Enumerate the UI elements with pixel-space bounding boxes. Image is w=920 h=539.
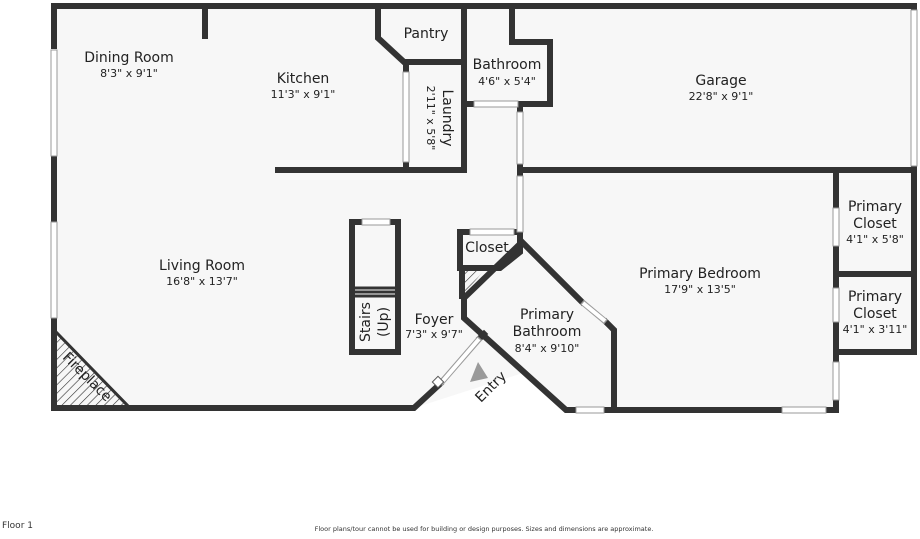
window xyxy=(575,406,605,414)
entry-door-frame xyxy=(431,375,445,389)
living-room-name: Living Room xyxy=(159,258,245,274)
dining-room-name: Dining Room xyxy=(84,50,174,66)
primary-bathroom-name-line2: Bathroom xyxy=(513,324,582,340)
window xyxy=(832,361,840,401)
laundry-dim: 2'11" x 5'8" xyxy=(424,86,437,151)
primary-bathroom-right xyxy=(601,317,617,413)
living-room-dim: 16'8" x 13'7" xyxy=(166,275,238,288)
primary-closet-2-dim: 4'1" x 3'11" xyxy=(843,323,908,336)
door-opening xyxy=(469,228,515,236)
exterior-wall-west-lower xyxy=(51,315,445,411)
entry-door xyxy=(439,337,481,385)
closet-exterior xyxy=(835,165,917,355)
primary-closet-2-name-line1: Primary xyxy=(848,289,902,305)
primary-closet-1-name-line2: Closet xyxy=(853,216,897,232)
primary-bathroom-dim: 8'4" x 9'10" xyxy=(515,342,580,355)
garage-dim: 22'8" x 9'1" xyxy=(689,90,754,103)
primary-closet-1-name-line1: Primary xyxy=(848,199,902,215)
window xyxy=(781,406,827,414)
kitchen-dim: 11'3" x 9'1" xyxy=(271,88,336,101)
bathroom-wall xyxy=(509,3,553,107)
door-opening xyxy=(581,301,607,323)
window xyxy=(50,49,58,157)
primary-closet-2-name-line2: Closet xyxy=(853,306,897,322)
closet-hatch xyxy=(464,268,486,294)
door-opening xyxy=(473,100,519,108)
primary-bedroom-name: Primary Bedroom xyxy=(639,266,761,282)
pantry-name: Pantry xyxy=(404,26,449,42)
window xyxy=(50,221,58,319)
garage-name: Garage xyxy=(695,73,746,89)
stairs-name-line2: (Up) xyxy=(376,307,392,337)
door-opening xyxy=(402,71,410,163)
floor-area xyxy=(54,6,914,410)
kitchen-name: Kitchen xyxy=(277,71,330,87)
primary-closet-1-dim: 4'1" x 5'8" xyxy=(846,233,904,246)
door-opening xyxy=(516,111,524,165)
bathroom-dim: 4'6" x 5'4" xyxy=(478,75,536,88)
laundry-name: Laundry xyxy=(439,89,455,146)
bathroom-name: Bathroom xyxy=(473,57,542,73)
entry-arrow-icon xyxy=(470,362,488,382)
door-opening xyxy=(516,175,524,233)
door-opening xyxy=(832,287,840,323)
primary-bathroom-wall xyxy=(459,237,587,307)
door-opening xyxy=(832,207,840,247)
window xyxy=(910,9,918,167)
floor-label: Floor 1 xyxy=(2,521,33,531)
disclaimer: Floor plans/tour cannot be used for buil… xyxy=(315,525,654,533)
foyer-name: Foyer xyxy=(415,312,454,328)
dining-room-dim: 8'3" x 9'1" xyxy=(100,67,158,80)
primary-bedroom-dim: 17'9" x 13'5" xyxy=(664,283,736,296)
pantry-wall xyxy=(375,3,467,65)
primary-bathroom-left xyxy=(461,295,577,413)
foyer-dim: 7'3" x 9'7" xyxy=(405,328,463,341)
primary-bathroom-name-line1: Primary xyxy=(520,307,574,323)
door-opening xyxy=(361,218,391,226)
closet-name: Closet xyxy=(465,240,509,256)
stairs-name-line1: Stairs xyxy=(358,302,374,342)
